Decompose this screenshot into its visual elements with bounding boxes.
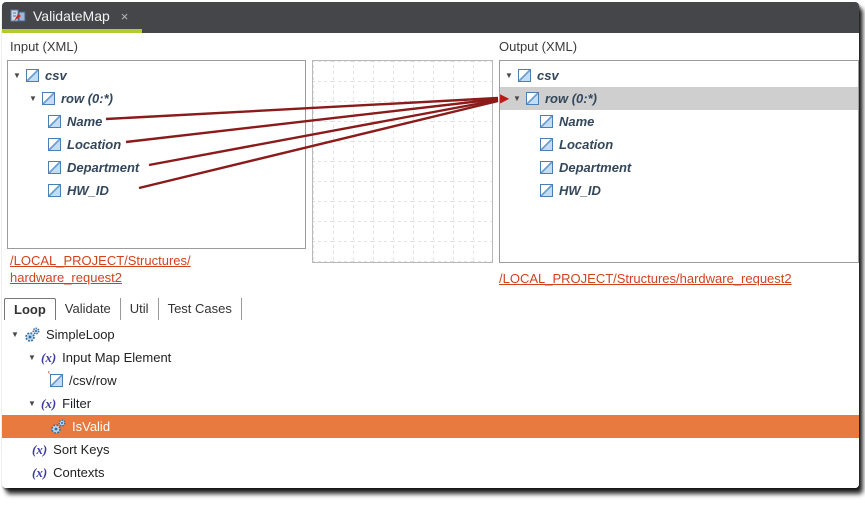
mapping-target-arrow-icon: ▶ — [500, 91, 510, 105]
loop-tree: ▼ SimpleLoop ▼ (x) Input Map Element ↑ /… — [2, 323, 859, 484]
function-icon: (x) — [41, 349, 57, 365]
loop-node-isvalid-selected[interactable]: IsValid — [2, 415, 859, 438]
tree-label: csv — [537, 68, 559, 83]
output-tree-panel: ▼ csv ▶ ▼ row (0:*) Name Location Depart… — [499, 60, 859, 263]
output-node-department[interactable]: Department — [500, 156, 858, 179]
output-node-name[interactable]: Name — [500, 110, 858, 133]
editor-tab-validatemap[interactable]: ValidateMap × — [2, 2, 138, 30]
output-structure-link[interactable]: /LOCAL_PROJECT/Structures/hardware_reque… — [499, 271, 792, 286]
xml-element-icon — [48, 115, 61, 128]
loop-node-label: Input Map Element — [62, 350, 172, 365]
output-node-hwid[interactable]: HW_ID — [500, 179, 858, 202]
chevron-down-icon[interactable]: ▼ — [11, 330, 19, 339]
output-node-row-selected[interactable]: ▶ ▼ row (0:*) — [500, 87, 858, 110]
output-heading-prefix: Output ( — [499, 39, 546, 54]
output-xml-link[interactable]: XML — [545, 39, 573, 54]
mapped-xml-element-icon: ↑ — [45, 368, 63, 387]
function-icon: (x) — [41, 395, 57, 411]
input-node-department[interactable]: Department — [8, 156, 305, 179]
loop-node-label: Contexts — [53, 465, 105, 480]
map-file-icon — [10, 9, 26, 22]
active-tab-underline — [2, 29, 142, 33]
tab-test-cases[interactable]: Test Cases — [159, 298, 242, 320]
input-tree-panel: ▼ csv ▼ row (0:*) Name Location Departme… — [7, 60, 306, 249]
loop-node-csv-row[interactable]: ↑ /csv/row — [2, 368, 859, 392]
input-node-name[interactable]: Name — [8, 110, 305, 133]
editor-tabstrip: ValidateMap × — [2, 2, 859, 33]
tab-util[interactable]: Util — [121, 298, 159, 320]
mapping-editor-window: ValidateMap × Input (XML) Output (XML) ▼… — [2, 2, 859, 488]
output-heading: Output (XML) — [499, 39, 577, 54]
chevron-down-icon[interactable]: ▼ — [505, 71, 513, 80]
xml-element-icon — [48, 184, 61, 197]
chevron-down-icon[interactable]: ▼ — [29, 94, 37, 103]
gears-icon — [51, 419, 66, 434]
tree-label: csv — [45, 68, 67, 83]
chevron-down-icon[interactable]: ▼ — [513, 94, 521, 103]
xml-element-icon — [540, 184, 553, 197]
chevron-down-icon[interactable]: ▼ — [28, 399, 36, 408]
input-heading-prefix: Input ( — [10, 39, 47, 54]
input-node-row[interactable]: ▼ row (0:*) — [8, 87, 305, 110]
chevron-down-icon[interactable]: ▼ — [13, 71, 21, 80]
xml-element-icon — [526, 92, 539, 105]
function-icon: (x) — [32, 441, 48, 457]
tree-label: Department — [559, 160, 632, 175]
chevron-down-icon[interactable]: ▼ — [28, 353, 36, 362]
tree-label: Department — [67, 160, 140, 175]
tab-loop[interactable]: Loop — [4, 298, 56, 320]
mapped-arrow-icon: ↑ — [44, 367, 54, 379]
input-heading: Input (XML) — [10, 39, 78, 54]
gears-icon — [25, 327, 40, 342]
xml-element-icon — [48, 161, 61, 174]
tree-label: row (0:*) — [545, 91, 597, 106]
input-heading-suffix: ) — [73, 39, 78, 54]
tree-label: HW_ID — [67, 183, 109, 198]
xml-element-icon — [518, 69, 531, 82]
input-node-csv[interactable]: ▼ csv — [8, 64, 305, 87]
mapping-grid-panel[interactable] — [312, 60, 493, 263]
xml-element-icon — [540, 115, 553, 128]
output-node-location[interactable]: Location — [500, 133, 858, 156]
tree-label: HW_ID — [559, 183, 601, 198]
xml-element-icon — [540, 138, 553, 151]
editor-main: Input (XML) Output (XML) ▼ csv ▼ row (0:… — [2, 33, 859, 488]
loop-node-label: /csv/row — [69, 373, 117, 388]
bottom-tabbar: Loop Validate Util Test Cases — [4, 297, 242, 320]
output-node-csv[interactable]: ▼ csv — [500, 64, 858, 87]
tree-label: Name — [559, 114, 595, 129]
tab-validate[interactable]: Validate — [56, 298, 121, 320]
xml-element-icon — [540, 161, 553, 174]
loop-node-label: IsValid — [72, 419, 111, 434]
xml-element-icon — [42, 92, 55, 105]
tree-label: Location — [67, 137, 122, 152]
output-heading-suffix: ) — [572, 39, 578, 54]
loop-node-sort-keys[interactable]: (x) Sort Keys — [2, 438, 859, 461]
xml-element-icon — [26, 69, 39, 82]
function-icon: (x) — [32, 464, 48, 480]
loop-node-label: Sort Keys — [53, 442, 110, 457]
input-structure-link[interactable]: /LOCAL_PROJECT/Structures/ hardware_requ… — [10, 252, 240, 286]
xml-element-icon — [48, 138, 61, 151]
loop-node-contexts[interactable]: (x) Contexts — [2, 461, 859, 484]
input-structure-link-line1[interactable]: /LOCAL_PROJECT/Structures/ — [10, 253, 191, 268]
mapping-grid — [313, 61, 492, 262]
tree-label: row (0:*) — [61, 91, 113, 106]
loop-node-simpleloop[interactable]: ▼ SimpleLoop — [2, 323, 859, 346]
loop-node-label: SimpleLoop — [46, 327, 115, 342]
tree-label: Name — [67, 114, 103, 129]
loop-node-input-map-element[interactable]: ▼ (x) Input Map Element — [2, 346, 859, 369]
input-node-location[interactable]: Location — [8, 133, 305, 156]
loop-node-label: Filter — [62, 396, 92, 411]
input-node-hwid[interactable]: HW_ID — [8, 179, 305, 202]
tree-label: Location — [559, 137, 614, 152]
output-structure-link-text[interactable]: /LOCAL_PROJECT/Structures/hardware_reque… — [499, 271, 792, 286]
loop-node-filter[interactable]: ▼ (x) Filter — [2, 392, 859, 415]
editor-tab-title: ValidateMap — [33, 8, 110, 24]
close-icon[interactable]: × — [120, 8, 129, 24]
input-structure-link-line2[interactable]: hardware_request2 — [10, 270, 123, 285]
input-xml-link[interactable]: XML — [46, 39, 74, 54]
